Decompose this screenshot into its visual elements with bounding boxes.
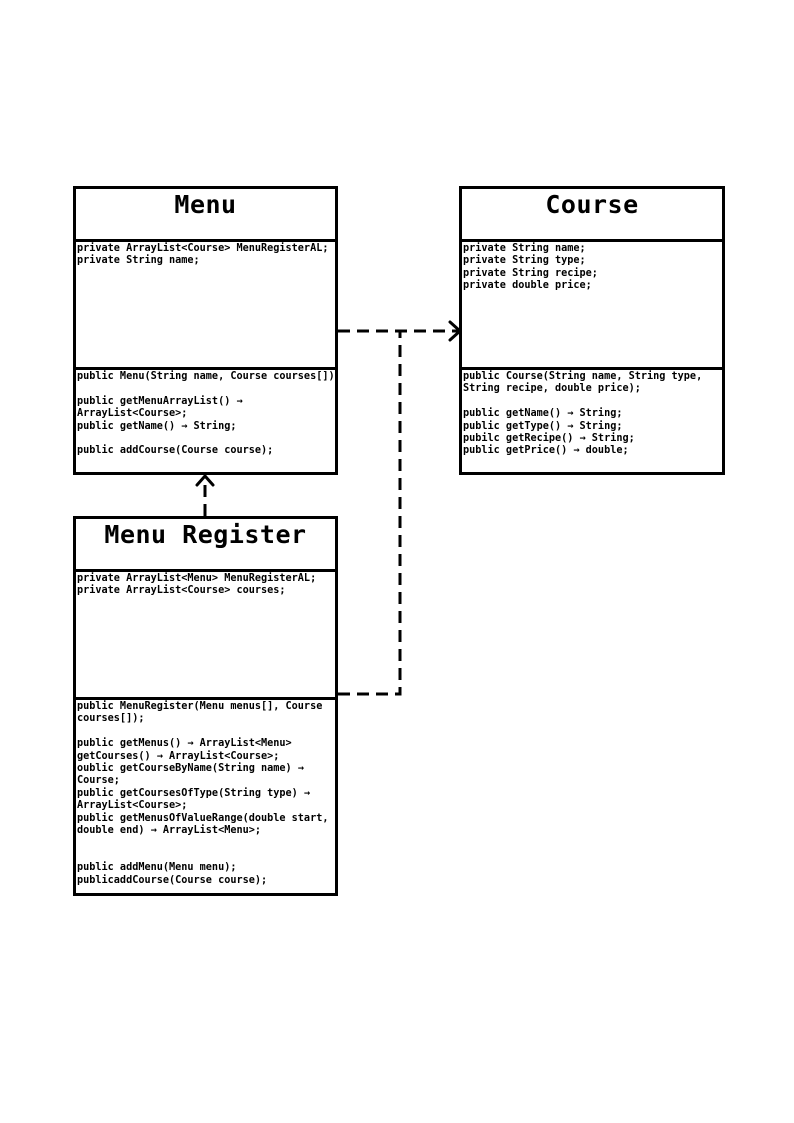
uml-line: public MenuRegister(Menu menus[], Course bbox=[77, 701, 323, 712]
class-course-attributes: private String name;private String type;… bbox=[462, 239, 722, 367]
uml-line: private String type; bbox=[463, 255, 586, 267]
uml-line: private ArrayList<Course> MenuRegisterAL… bbox=[77, 243, 329, 254]
class-menu-methods: public Menu(String name, Course courses[… bbox=[76, 367, 335, 472]
blank-line bbox=[463, 396, 721, 408]
uml-line: private String name; bbox=[463, 243, 586, 254]
uml-line: public getMenuArrayList() → bbox=[77, 395, 243, 407]
uml-line: public getName() → String; bbox=[77, 420, 237, 432]
uml-line: public getType() → String; bbox=[463, 420, 623, 432]
uml-line: public getMenus() → ArrayList<Menu> bbox=[77, 738, 292, 750]
uml-line: oublic getCourseByName(String name) → bbox=[77, 763, 304, 775]
blank-line bbox=[77, 850, 334, 862]
class-menu-title: Menu bbox=[174, 190, 237, 219]
uml-line: public getMenusOfValueRange(double start… bbox=[77, 812, 329, 824]
uml-line: private String recipe; bbox=[463, 267, 598, 279]
blank-line bbox=[77, 433, 334, 445]
uml-line: public addMenu(Menu menu); bbox=[77, 862, 237, 874]
uml-line: double end) → ArrayList<Menu>; bbox=[77, 825, 262, 837]
uml-line: public getCoursesOfType(String type) → bbox=[77, 787, 311, 799]
class-course: Course private String name;private Strin… bbox=[459, 186, 725, 475]
blank-line bbox=[77, 383, 334, 395]
class-course-title: Course bbox=[545, 190, 639, 219]
uml-line: pubilc getRecipe() → String; bbox=[463, 433, 635, 445]
class-course-methods: public Course(String name, String type,S… bbox=[462, 367, 722, 472]
uml-line: publicaddCourse(Course course); bbox=[77, 874, 268, 886]
uml-line: private String name; bbox=[77, 255, 200, 267]
uml-line: ArrayList<Course>; bbox=[77, 408, 188, 420]
uml-line: courses[]); bbox=[77, 713, 145, 725]
uml-line: ArrayList<Course>; bbox=[77, 800, 188, 812]
arrowhead-menu bbox=[195, 474, 215, 487]
uml-line: private ArrayList<Course> courses; bbox=[77, 585, 286, 597]
uml-line: public getPrice() → double; bbox=[463, 445, 629, 457]
class-menu-register: Menu Register private ArrayList<Menu> Me… bbox=[73, 516, 338, 896]
uml-line: Course; bbox=[77, 775, 120, 787]
uml-line: public getName() → String; bbox=[463, 408, 623, 420]
uml-line: private double price; bbox=[463, 280, 592, 292]
blank-line bbox=[77, 837, 334, 849]
class-menu-register-methods: public MenuRegister(Menu menus[], Course… bbox=[76, 697, 335, 893]
uml-line: private ArrayList<Menu> MenuRegisterAL; bbox=[77, 573, 317, 584]
class-menu-register-title: Menu Register bbox=[104, 520, 307, 549]
class-menu-register-attributes: private ArrayList<Menu> MenuRegisterAL;p… bbox=[76, 569, 335, 697]
uml-line: String recipe, double price); bbox=[463, 383, 641, 395]
uml-line: public Menu(String name, Course courses[… bbox=[77, 371, 335, 382]
class-menu-attributes: private ArrayList<Course> MenuRegisterAL… bbox=[76, 239, 335, 367]
blank-line bbox=[77, 726, 334, 738]
uml-line: public addCourse(Course course); bbox=[77, 445, 274, 457]
connector-menu-register-to-course bbox=[338, 331, 402, 696]
uml-line: getCourses() → ArrayList<Course>; bbox=[77, 750, 280, 762]
uml-line: public Course(String name, String type, bbox=[463, 371, 703, 382]
class-menu: Menu private ArrayList<Course> MenuRegis… bbox=[73, 186, 338, 475]
